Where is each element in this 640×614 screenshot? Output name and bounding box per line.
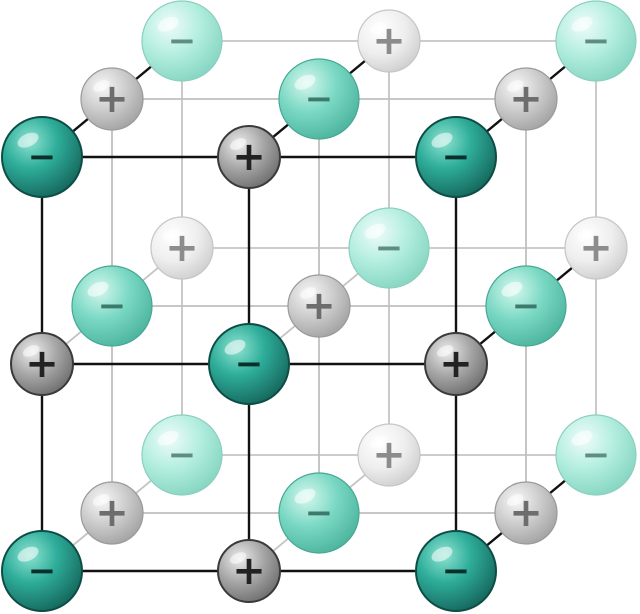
minus-sign: − — [28, 551, 57, 591]
minus-sign: − — [582, 21, 611, 61]
plus-sign: + — [95, 490, 129, 536]
minus-sign: − — [442, 137, 471, 177]
cation-ion: + — [424, 332, 488, 396]
minus-sign: − — [168, 21, 197, 61]
sphere-highlight — [571, 16, 593, 32]
anion-ion: − — [415, 116, 497, 198]
anion-ion: − — [555, 0, 637, 82]
anion-ion: − — [278, 472, 360, 554]
sphere-highlight — [294, 74, 316, 90]
minus-sign: − — [375, 228, 404, 268]
plus-sign: + — [509, 76, 543, 122]
anion-ion: − — [141, 414, 223, 496]
plus-sign: + — [25, 341, 59, 387]
sphere-highlight — [23, 345, 40, 357]
anion-ion: − — [348, 207, 430, 289]
sphere-highlight — [294, 488, 316, 504]
minus-sign: − — [305, 79, 334, 119]
sphere-highlight — [507, 80, 524, 92]
cation-ion: + — [80, 67, 144, 131]
minus-sign: − — [582, 435, 611, 475]
sphere-highlight — [300, 287, 317, 299]
sphere-highlight — [157, 16, 179, 32]
minus-sign: − — [442, 551, 471, 591]
sphere-highlight — [437, 345, 454, 357]
anion-ion: − — [278, 58, 360, 140]
plus-sign: + — [232, 134, 266, 180]
cation-ion: + — [494, 67, 558, 131]
minus-sign: − — [305, 493, 334, 533]
cation-ion: + — [80, 481, 144, 545]
cation-ion: + — [287, 274, 351, 338]
minus-sign: − — [512, 286, 541, 326]
minus-sign: − — [235, 344, 264, 384]
sphere-highlight — [507, 494, 524, 506]
sphere-highlight — [224, 339, 246, 355]
sphere-highlight — [93, 80, 110, 92]
plus-sign: + — [579, 225, 613, 271]
cation-ion: + — [10, 332, 74, 396]
sphere-highlight — [370, 436, 387, 448]
cation-ion: + — [217, 539, 281, 603]
sphere-highlight — [17, 132, 39, 148]
sphere-highlight — [577, 229, 594, 241]
sphere-highlight — [163, 229, 180, 241]
plus-sign: + — [372, 432, 406, 478]
cation-ion: + — [494, 481, 558, 545]
cation-ion: + — [217, 125, 281, 189]
plus-sign: + — [372, 18, 406, 64]
anion-ion: − — [1, 530, 83, 612]
middle-layer-ions: +−+−+−+−+ — [71, 58, 567, 554]
cation-ion: + — [357, 423, 421, 487]
front-layer-ions: −+−+−+−+− — [1, 116, 497, 612]
minus-sign: − — [98, 286, 127, 326]
cation-ion: + — [564, 216, 628, 280]
plus-sign: + — [439, 341, 473, 387]
sphere-highlight — [230, 552, 247, 564]
plus-sign: + — [509, 490, 543, 536]
sphere-highlight — [501, 281, 523, 297]
plus-sign: + — [165, 225, 199, 271]
plus-sign: + — [95, 76, 129, 122]
anion-ion: − — [555, 414, 637, 496]
anion-ion: − — [141, 0, 223, 82]
sphere-highlight — [157, 430, 179, 446]
sphere-highlight — [93, 494, 110, 506]
cation-ion: + — [357, 9, 421, 73]
anion-ion: − — [71, 265, 153, 347]
anion-ion: − — [485, 265, 567, 347]
sphere-highlight — [230, 138, 247, 150]
sphere-highlight — [17, 546, 39, 562]
sphere-highlight — [87, 281, 109, 297]
sphere-highlight — [571, 430, 593, 446]
cation-ion: + — [150, 216, 214, 280]
sphere-highlight — [370, 22, 387, 34]
plus-sign: + — [302, 283, 336, 329]
anion-ion: − — [1, 116, 83, 198]
anion-ion: − — [208, 323, 290, 405]
plus-sign: + — [232, 548, 266, 594]
minus-sign: − — [168, 435, 197, 475]
sphere-highlight — [431, 546, 453, 562]
back-layer-ions: −+−+−+−+− — [141, 0, 637, 496]
anion-ion: − — [415, 530, 497, 612]
minus-sign: − — [28, 137, 57, 177]
sphere-highlight — [364, 223, 386, 239]
sphere-highlight — [431, 132, 453, 148]
